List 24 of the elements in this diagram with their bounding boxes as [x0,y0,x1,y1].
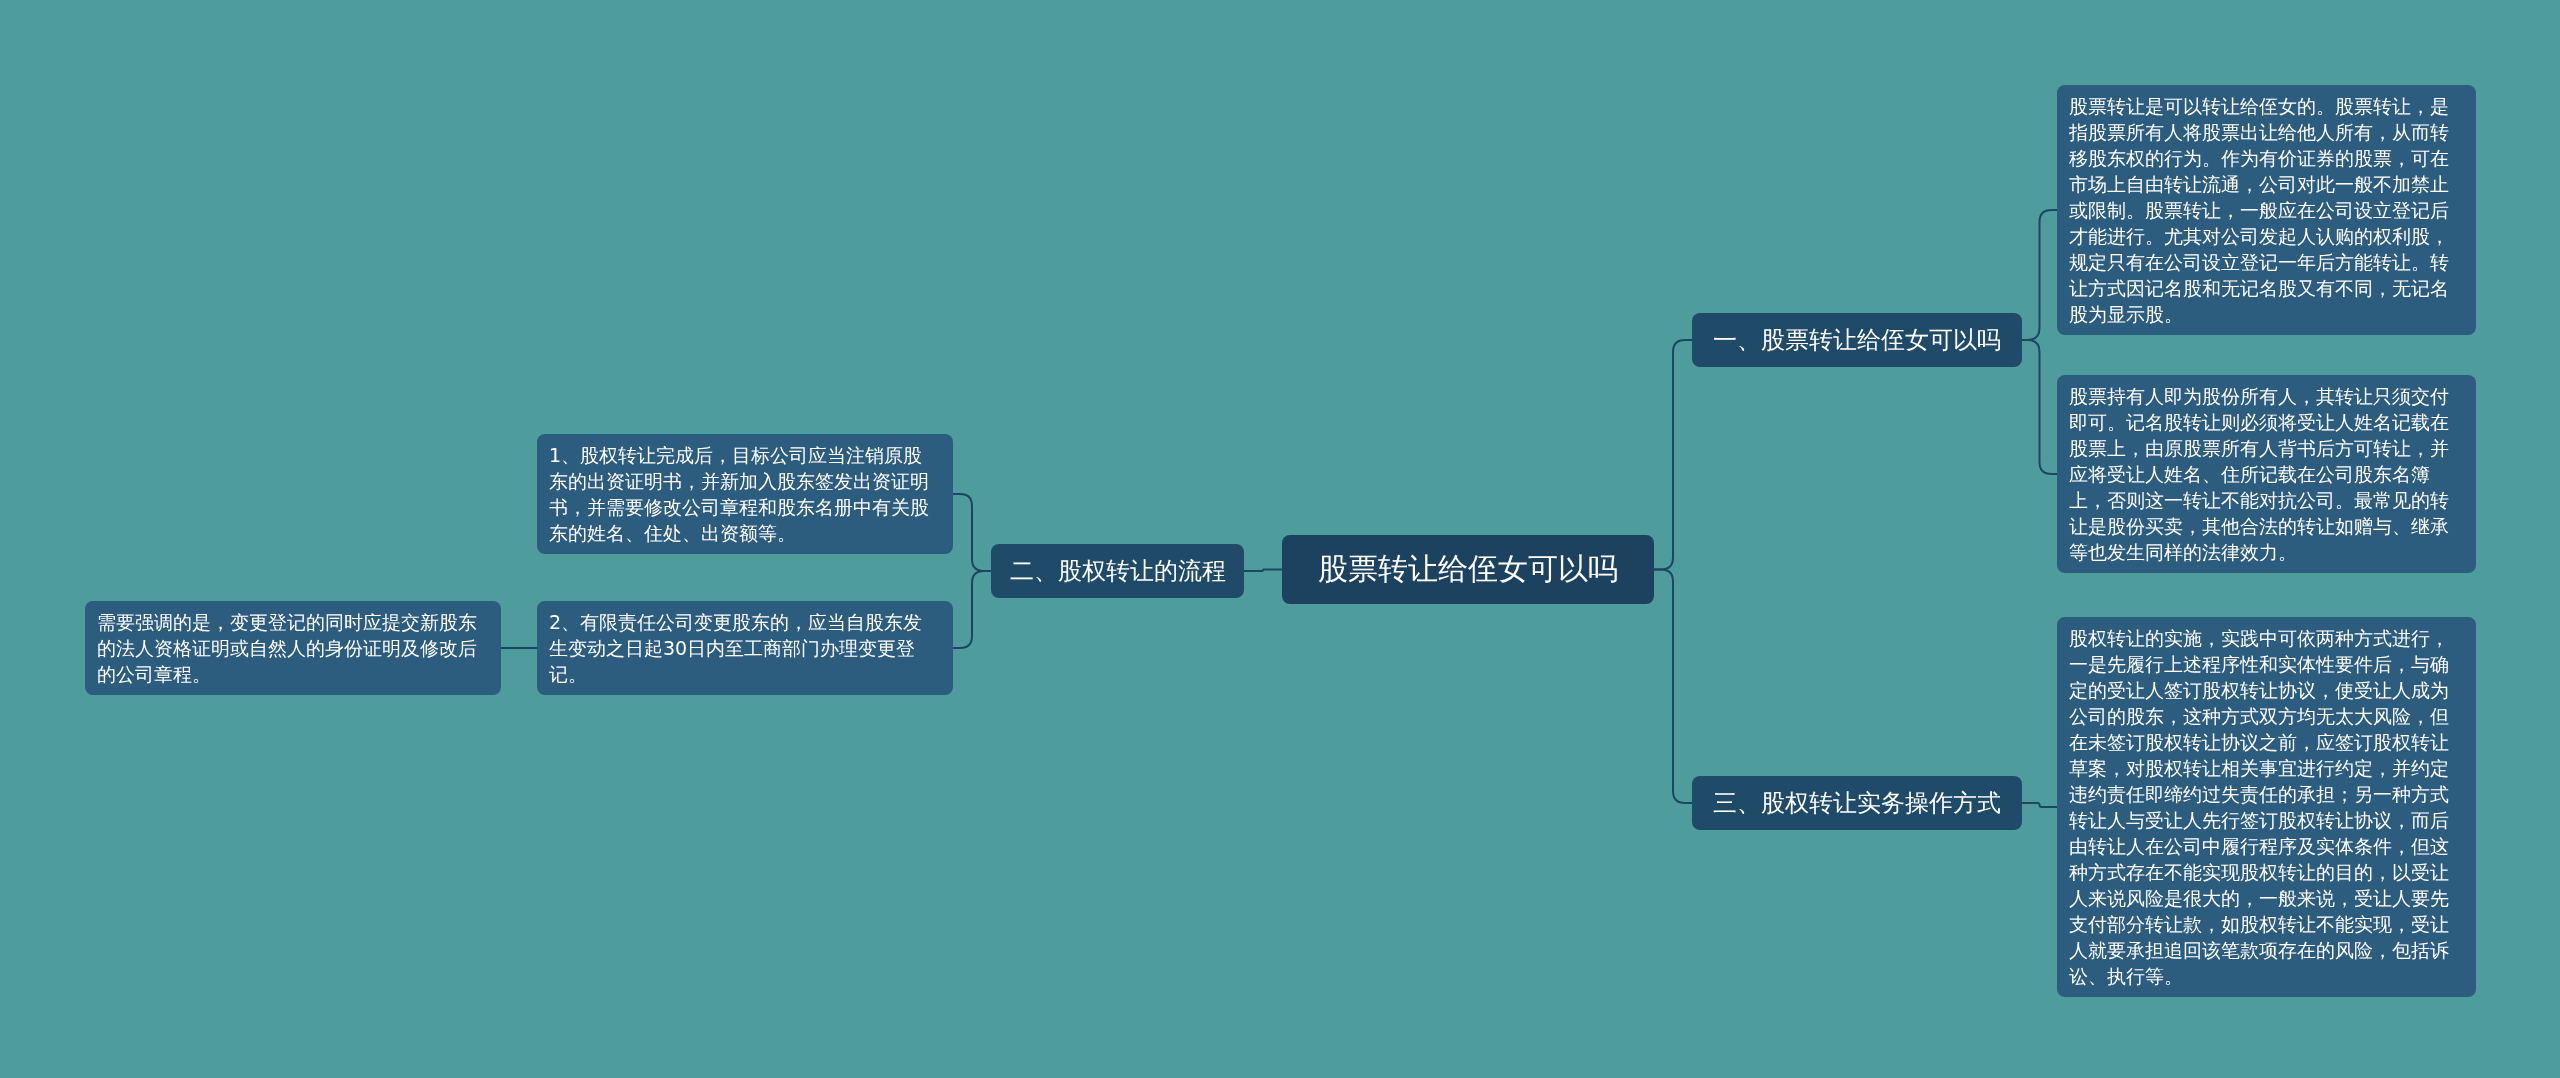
connector-line [500,647,538,649]
central-topic-box [1282,535,1654,604]
text-card [537,434,953,554]
branch-topic-box [1692,776,2022,830]
branch-topic-box [1692,313,2022,367]
text-card [85,601,501,695]
node-text: 2、有限责任公司变更股东的，应当自股东发生变动之日起30日内至工商部门办理变更登记。 [549,610,924,687]
text-card [537,601,953,695]
node-text: 股权转让的实施，实践中可依两种方式进行，一是先履行上述程序性和实体性要件后，与确定的受让人签订股权转让协议，使受让人成为公司的股东，这种方式双方均无太大风险，但在未签订股权转让协议之前，应签订股权转让草案，对股权转让相关事宜进行约定，并约定违约责任即缔约过失责任的承担；另一种方式转让人与受让人先行签订股权转让协议，而后由转让人在公司中履行程序及实体条件，但这种方式存在不能实现股权转让的目的，以受让人来说风险是很大的，一般来说，受让人要先支付部分转让款，如股权转让不能实现，受让人就要承担追回该笔款项存在的风险，包括诉讼、执行等。 [2069,626,2450,989]
branch-topic-box [991,544,1244,598]
node-text: 股票持有人即为股份所有人，其转让只须交付即可。记名股转让则必须将受让人姓名记载在股票上，由原股票所有人背书后方可转让，并应将受让人姓名、住所记载在公司股东名簿上，否则这一转让不能对抗公司。最常见的转让是股份买卖，其他合法的转让如赠与、继承等也发生同样的法律效力。 [2069,384,2450,565]
connector-line [1243,568,1283,572]
text-card [2057,375,2476,573]
node-text: 一、股票转让给侄女可以吗 [1712,325,2002,356]
connector-line [952,570,992,649]
node-text: 1、股权转让完成后，目标公司应当注销原股东的出资证明书，并新加入股东签发出资证明书，并需要修改公司章程和股东名册中有关股东的姓名、住处、出资额等。 [549,443,930,546]
connector-line [2021,802,2058,808]
node-text: 股票转让给侄女可以吗 [1317,550,1619,588]
node-text: 二、股权转让的流程 [1008,556,1227,587]
connector-line [1653,568,1693,804]
node-text: 股票转让是可以转让给侄女的。股票转让，是指股票所有人将股票出让给他人所有，从而转移股东权的行为。作为有价证券的股票，可在市场上自由转让流通，公司对此一般不加禁止或限制。股票转让，一般应在公司设立登记后才能进行。尤其对公司发起人认购的权利股，规定只有在公司设立登记一年后方能转让。转让方式因记名股和无记名股又有不同，无记名股为显示股。 [2069,94,2450,327]
node-text: 需要强调的是，变更登记的同时应提交新股东的法人资格证明或自然人的身份证明及修改后的公司章程。 [97,610,478,687]
node-text: 三、股权转让实务操作方式 [1712,788,2002,819]
text-card [2057,85,2476,335]
